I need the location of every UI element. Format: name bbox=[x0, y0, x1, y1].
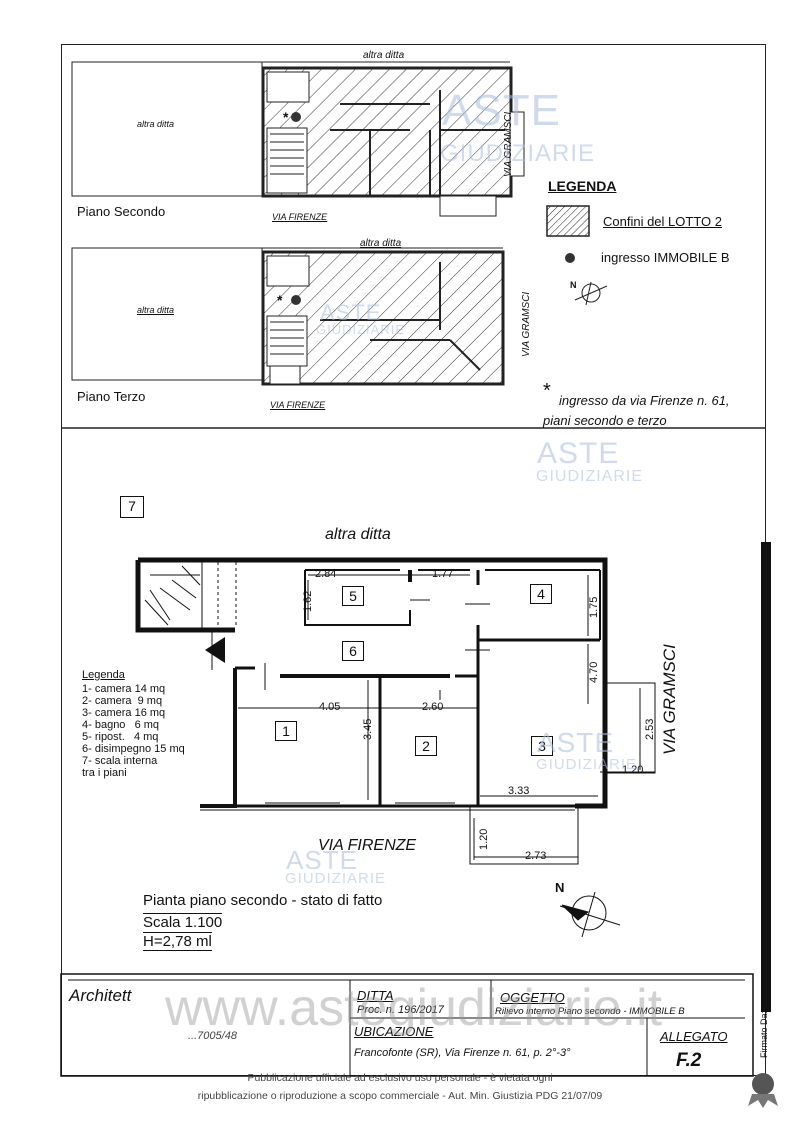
third-floor-west-neighbor: altra ditta bbox=[137, 305, 175, 315]
titleblock-ditta-value: Proc. n. 196/2017 bbox=[357, 1004, 444, 1016]
legend-ingresso-label: ingresso IMMOBILE B bbox=[601, 250, 730, 265]
titleblock-ubicazione-value: Francofonte (SR), Via Firenze n. 61, p. … bbox=[354, 1047, 571, 1059]
dim-3-33: 3.33 bbox=[508, 785, 530, 797]
watermark-giudiziarie-top: GIUDIZIARIE bbox=[440, 140, 596, 167]
legend-note-line2: piani secondo e terzo bbox=[543, 413, 667, 428]
plan-legend-item: 5- ripost. 4 mq bbox=[82, 731, 159, 743]
plan-legend-item: tra i piani bbox=[82, 767, 127, 779]
dim-1-77: 1.77 bbox=[432, 568, 454, 580]
legend-lotto-label: Confini del LOTTO 2 bbox=[603, 214, 722, 229]
dim-1-75: 1.75 bbox=[588, 596, 600, 618]
room-label-4: 4 bbox=[530, 584, 552, 604]
dim-1-62: 1.62 bbox=[302, 590, 314, 612]
caption-height: H=2,78 ml bbox=[143, 932, 212, 951]
dim-3-45: 3.45 bbox=[362, 718, 374, 740]
watermark-giudiziarie-divider: GIUDIZIARIE bbox=[536, 468, 644, 485]
plan-street-south: VIA FIRENZE bbox=[318, 837, 417, 854]
footer-line2: ripubblicazione o riproduzione a scopo c… bbox=[197, 1090, 603, 1102]
room-label-1: 1 bbox=[275, 721, 297, 741]
dim-4-05: 4.05 bbox=[319, 701, 341, 713]
second-floor-label: Piano Secondo bbox=[77, 204, 166, 219]
watermark-aste-mid: ASTE bbox=[320, 300, 382, 325]
third-floor-label: Piano Terzo bbox=[77, 389, 146, 404]
third-floor-street-east: VIA GRAMSCI bbox=[521, 291, 532, 357]
dim-4-70: 4.70 bbox=[588, 661, 600, 683]
plan-legend-item: 7- scala interna bbox=[82, 755, 158, 767]
watermark-aste-divider: ASTE bbox=[537, 437, 620, 470]
plan-legend-list: 1- camera 14 mq 2- camera 9 mq 3- camera… bbox=[82, 683, 185, 779]
second-floor-north-neighbor: altra ditta bbox=[363, 50, 405, 61]
legend-note-asterisk: * bbox=[543, 380, 551, 402]
room-label-3: 3 bbox=[531, 736, 553, 756]
third-floor-plan bbox=[71, 247, 505, 386]
plan-legend-item: 6- disimpegno 15 mq bbox=[82, 743, 185, 755]
watermark-aste-top: ASTE bbox=[442, 86, 561, 135]
dim-2-60: 2.60 bbox=[422, 701, 444, 713]
north-arrow-main-graphic bbox=[559, 891, 621, 938]
dim-2-84: 2.84 bbox=[315, 568, 337, 580]
watermark-aste-bottom: ASTE bbox=[286, 845, 358, 875]
dimension-lines bbox=[238, 574, 655, 860]
third-floor-north-neighbor: altra ditta bbox=[360, 238, 402, 249]
plan-street-east: VIA GRAMSCI bbox=[660, 644, 679, 755]
plan-legend-item: 2- camera 9 mq bbox=[82, 695, 163, 707]
watermark-giudiziarie-mid: GIUDIZIARIE bbox=[316, 322, 406, 337]
caption-title: Pianta piano secondo - stato di fatto bbox=[143, 892, 383, 909]
north-arrow-small-graphic bbox=[574, 281, 608, 306]
titleblock-ubicazione-label: UBICAZIONE bbox=[354, 1024, 434, 1039]
ingresso-dot bbox=[565, 253, 575, 263]
seal-icon bbox=[748, 1073, 778, 1108]
titleblock-ditta-label: DITTA bbox=[357, 988, 394, 1003]
plan-north-label: N bbox=[555, 880, 565, 895]
watermark-giudiziarie-plan: GIUDIZIARIE bbox=[536, 756, 638, 773]
titleblock-oggetto-label: OGGETTO bbox=[500, 990, 565, 1005]
room-label-6: 6 bbox=[342, 641, 364, 661]
room-label-5: 5 bbox=[342, 586, 364, 606]
watermark-site: www.astegiudiziarie.it bbox=[165, 979, 663, 1037]
third-floor-street-south: VIA FIRENZE bbox=[270, 400, 326, 410]
lotto-swatch bbox=[546, 205, 590, 237]
signature-bar bbox=[761, 542, 771, 1012]
plan-north-neighbor: altra ditta bbox=[325, 526, 391, 543]
signed-label: Firmato Da: bbox=[759, 1010, 769, 1058]
titleblock-grid bbox=[60, 973, 754, 1077]
watermark-aste-plan: ASTE bbox=[537, 727, 615, 758]
room-label-7: 7 bbox=[120, 496, 144, 518]
third-floor-asterisk: * bbox=[277, 292, 283, 308]
dim-2-53: 2.53 bbox=[644, 718, 656, 740]
plan-legend-item: 1- camera 14 mq bbox=[82, 683, 166, 695]
dim-1-20-south: 1.20 bbox=[478, 828, 490, 850]
legend-note-line1: ingresso da via Firenze n. 61, bbox=[559, 393, 730, 408]
legend-north-label: N bbox=[570, 280, 577, 290]
second-floor-street-south: VIA FIRENZE bbox=[272, 212, 328, 222]
plan-legend-item: 4- bagno 6 mq bbox=[82, 719, 160, 731]
room-label-2: 2 bbox=[415, 736, 437, 756]
second-floor-plan bbox=[71, 61, 525, 217]
dim-2-73: 2.73 bbox=[525, 850, 547, 862]
titleblock-oggetto-value: Rilievo interno Piano secondo - IMMOBILE… bbox=[495, 1006, 685, 1017]
second-floor-west-neighbor: altra ditta bbox=[137, 119, 175, 129]
plan-legend-title: Legenda bbox=[82, 669, 125, 681]
titleblock-architect: Architett bbox=[69, 986, 132, 1005]
titleblock-allegato-value: F.2 bbox=[676, 1050, 702, 1071]
titleblock-allegato-label: ALLEGATO bbox=[660, 1029, 728, 1044]
legend-title: LEGENDA bbox=[548, 178, 617, 194]
dim-1-20-balcony: 1.20 bbox=[622, 764, 644, 776]
plan-legend-item: 3- camera 16 mq bbox=[82, 707, 166, 719]
footer-line1: Pubblicazione ufficiale ad esclusivo uso… bbox=[247, 1072, 553, 1084]
main-plan-walls bbox=[135, 557, 656, 865]
second-floor-asterisk: * bbox=[283, 109, 289, 125]
caption-scale: Scala 1.100 bbox=[143, 913, 223, 931]
watermark-giudiziarie-bottom: GIUDIZIARIE bbox=[285, 870, 387, 887]
titleblock-reg-number: ...7005/48 bbox=[188, 1030, 237, 1042]
